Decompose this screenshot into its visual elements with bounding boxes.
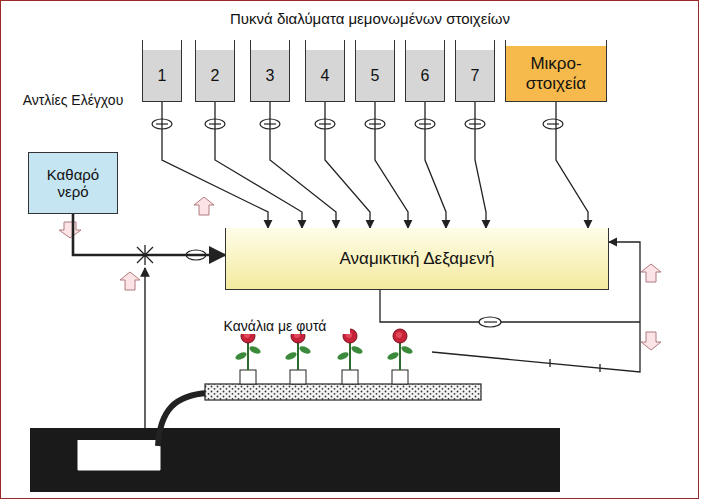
pump [547, 123, 559, 124]
plants [234, 329, 413, 384]
flow-connector [556, 102, 588, 228]
concentrate-tank: 7 [455, 40, 495, 102]
node-text: 1 [155, 67, 170, 85]
ground-base [30, 428, 560, 492]
node-text: 7 [468, 67, 483, 85]
node-text: 5 [368, 67, 383, 85]
concentrate-tank: 4 [305, 40, 345, 102]
mixing-tank: Αναμικτική Δεξαμενή [225, 228, 609, 290]
flow-connector [475, 102, 486, 228]
control-pumps [152, 119, 563, 129]
concentrate-tank: 3 [250, 40, 290, 102]
flow-connector [425, 102, 446, 228]
clean-water-tank: Καθαρό νερό [28, 152, 118, 214]
flow-connector [215, 102, 302, 228]
flow-connector [325, 102, 370, 228]
text-label: Κανάλια με φυτά [200, 318, 350, 334]
flow-connector [73, 214, 225, 255]
text-label: Αντλίες Ελέγχου [18, 92, 128, 108]
pump [543, 119, 563, 129]
node-text: 3 [263, 67, 278, 85]
concentrate-tank: 2 [195, 40, 235, 102]
plant-channel [205, 384, 481, 400]
sump [78, 440, 160, 470]
concentrate-tank: 1 [142, 40, 182, 102]
concentrate-tank: 6 [405, 40, 445, 102]
node-text: 4 [318, 67, 333, 85]
flow-connector [375, 102, 408, 228]
pump [484, 321, 497, 322]
micronutrient-tank: Μικρο-στοιχεία [505, 40, 607, 102]
return-line [144, 268, 145, 452]
drain-hose [158, 393, 208, 446]
node-text: Καθαρό νερό [29, 166, 117, 200]
concentrate-tank: 5 [355, 40, 395, 102]
pump [479, 317, 501, 327]
node-text: Αναμικτική Δεξαμενή [337, 249, 498, 269]
node-text: Μικρο-στοιχεία [506, 54, 606, 94]
flow-connector [270, 102, 336, 228]
node-text: 2 [208, 67, 223, 85]
flow-arrows [59, 197, 661, 350]
title: Πυκνά διαλύματα μεμονωμένων στοιχείων [150, 10, 590, 27]
node-text: 6 [418, 67, 433, 85]
